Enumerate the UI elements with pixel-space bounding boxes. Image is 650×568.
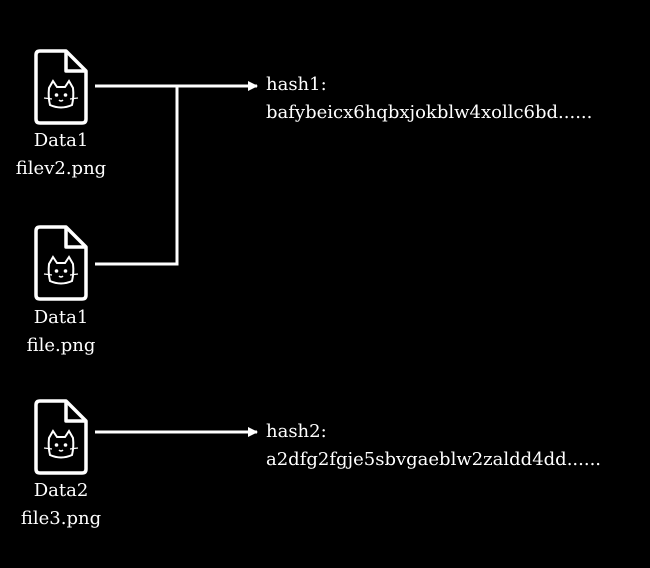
hash-1-label: hash1: [266,74,327,95]
file-3-label: Data2 file3.png [0,477,126,533]
cat-file-icon [34,399,88,475]
file-1-filename: filev2.png [15,158,107,179]
hash-1: hash1: bafybeicx6hqbxjokblw4xollc6bd....… [266,71,592,127]
file-1-label: Data1 filev2.png [0,127,126,183]
file-1-name: Data1 [33,130,89,151]
connector-file2-to-hash1 [95,86,179,266]
hash-2-value: a2dfg2fgje5sbvgaeblw2zaldd4dd...... [266,449,602,470]
hash-2-label: hash2: [266,421,327,442]
file-3-filename: file3.png [20,508,102,529]
cat-file-icon [34,225,88,301]
file-3-name: Data2 [33,480,89,501]
cat-file-icon [34,49,88,125]
file-2-label: Data1 file.png [0,304,126,360]
file-2-name: Data1 [33,307,89,328]
hash-2: hash2: a2dfg2fgje5sbvgaeblw2zaldd4dd....… [266,418,601,474]
file-2-filename: file.png [26,335,96,356]
hash-1-value: bafybeicx6hqbxjokblw4xollc6bd...... [266,102,593,123]
